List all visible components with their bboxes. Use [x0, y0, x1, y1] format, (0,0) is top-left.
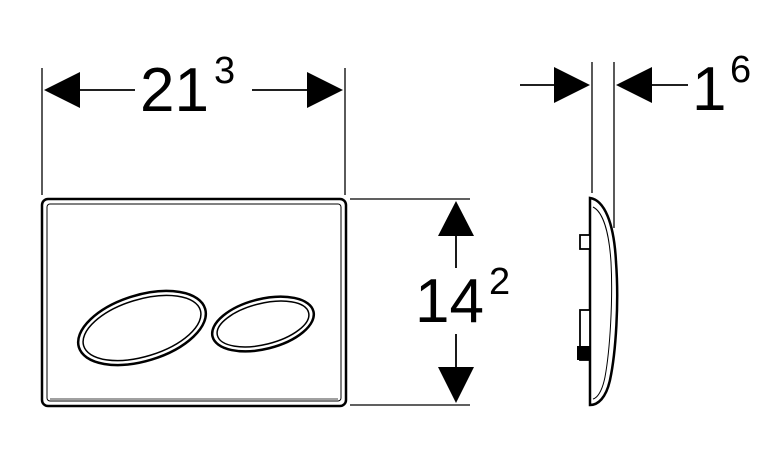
- plate-side-view: [577, 196, 619, 407]
- width-value-main: 21: [140, 56, 209, 125]
- depth-value-main: 1: [692, 55, 726, 124]
- width-dimension: 21 3: [41, 50, 346, 195]
- depth-arrow-left-icon: [616, 67, 652, 103]
- height-arrow-up-icon: [438, 201, 474, 236]
- plate-inner-outline: [46, 203, 342, 402]
- large-flush-button: [76, 289, 208, 367]
- width-arrow-right-icon: [307, 72, 343, 108]
- side-clip-bottom-tab: [577, 346, 590, 360]
- side-profile-outer: [588, 196, 619, 407]
- side-clip-top: [579, 234, 591, 250]
- depth-arrow-right-icon: [554, 67, 590, 103]
- height-dimension: 14 2: [350, 198, 510, 406]
- width-arrow-left-icon: [44, 72, 80, 108]
- plate-front-view: [40, 197, 348, 408]
- depth-value-sup: 6: [730, 49, 751, 91]
- height-value-sup: 2: [489, 261, 510, 303]
- side-profile-inner: [592, 206, 613, 400]
- small-flush-button: [210, 295, 316, 353]
- depth-dimension: 1 6: [520, 49, 751, 228]
- height-value-main: 14: [415, 267, 484, 336]
- height-arrow-down-icon: [438, 367, 474, 403]
- width-value-sup: 3: [214, 50, 235, 92]
